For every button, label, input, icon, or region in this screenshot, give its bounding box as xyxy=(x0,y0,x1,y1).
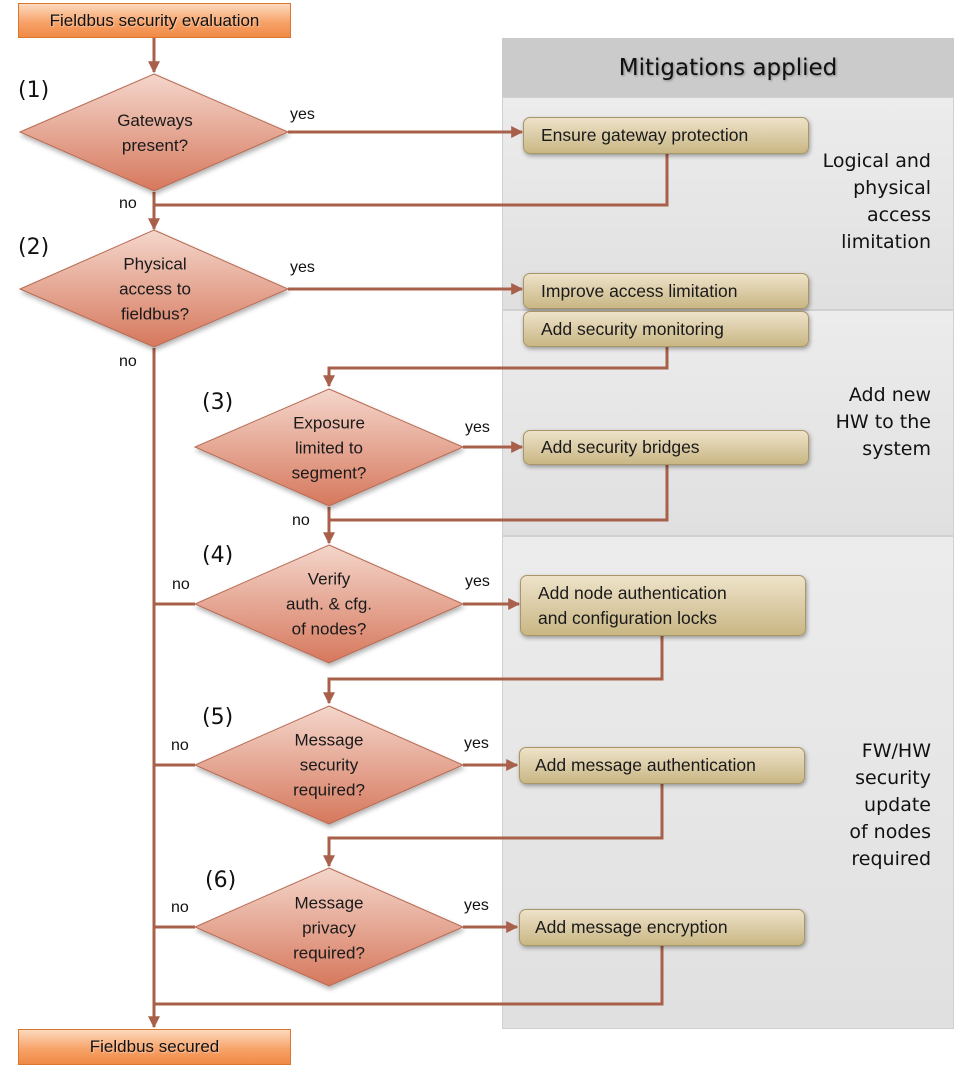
connector-a4-return xyxy=(329,464,669,522)
action-add-security-monitoring[interactable]: Add security monitoring xyxy=(523,311,809,347)
no-label-2: no xyxy=(119,353,137,370)
yes-label-4: yes xyxy=(465,573,490,590)
end-terminal[interactable]: Fieldbus secured xyxy=(18,1029,291,1065)
connector-a3-d3 xyxy=(323,346,669,388)
action-add-node-authentication[interactable]: Add node authentication and configuratio… xyxy=(520,575,806,636)
action-improve-access-limitation[interactable]: Improve access limitation xyxy=(523,273,809,309)
lane-label-new-hw: Add new HW to the system xyxy=(835,384,931,460)
start-terminal[interactable]: Fieldbus security evaluation xyxy=(18,3,291,38)
yes-label-1: yes xyxy=(290,106,315,123)
connector-a5-d5 xyxy=(323,636,664,705)
no-label-1: no xyxy=(119,195,137,212)
decision-diamond-6 xyxy=(193,867,465,987)
lane-label-fw-hw-update: FW/HW security update of nodes required xyxy=(849,740,931,870)
decision-text-3: Exposure limited to segment? xyxy=(291,413,367,483)
no-label-5: no xyxy=(171,737,189,754)
action-add-message-authentication[interactable]: Add message authentication xyxy=(519,747,805,784)
connector-a7-return xyxy=(154,946,664,1006)
decision-text-1: Gateways present? xyxy=(117,111,193,155)
step-number-1: (1) xyxy=(18,78,50,103)
decision-text-2: Physical access to fieldbus? xyxy=(119,254,191,324)
lane-new-hw: Add new HW to the system xyxy=(502,310,954,536)
connector-a1-return xyxy=(154,153,669,207)
step-number-5: (5) xyxy=(202,705,234,730)
action-ensure-gateway-protection[interactable]: Ensure gateway protection xyxy=(523,117,809,154)
step-number-3: (3) xyxy=(202,390,234,415)
yes-label-2: yes xyxy=(290,259,315,276)
step-number-2: (2) xyxy=(18,235,50,260)
mitigations-header: Mitigations applied xyxy=(502,38,954,97)
decision-diamond-3 xyxy=(193,388,465,507)
connectors xyxy=(148,38,669,1029)
decision-diamond-5 xyxy=(193,705,465,825)
decision-text-6: Message privacy required? xyxy=(293,893,365,963)
lane-label-access-limitation: Logical and physical access limitation xyxy=(822,150,931,253)
decision-text-5: Message security required? xyxy=(293,730,365,800)
step-number-6: (6) xyxy=(205,868,237,893)
decision-diamond-1 xyxy=(18,73,290,192)
no-label-6: no xyxy=(171,899,189,916)
decision-text-4: Verify auth. & cfg. of nodes? xyxy=(286,569,372,639)
action-add-message-encryption[interactable]: Add message encryption xyxy=(519,909,805,946)
action-add-security-bridges[interactable]: Add security bridges xyxy=(523,430,809,465)
decision-diamond-2 xyxy=(18,229,290,348)
decision-diamond-4 xyxy=(193,544,465,664)
no-label-4: no xyxy=(172,576,190,593)
yes-label-5: yes xyxy=(464,735,489,752)
step-number-4: (4) xyxy=(202,543,234,568)
yes-label-3: yes xyxy=(465,419,490,436)
yes-label-6: yes xyxy=(464,897,489,914)
connector-a6-d6 xyxy=(323,784,664,868)
no-label-3: no xyxy=(292,512,310,529)
